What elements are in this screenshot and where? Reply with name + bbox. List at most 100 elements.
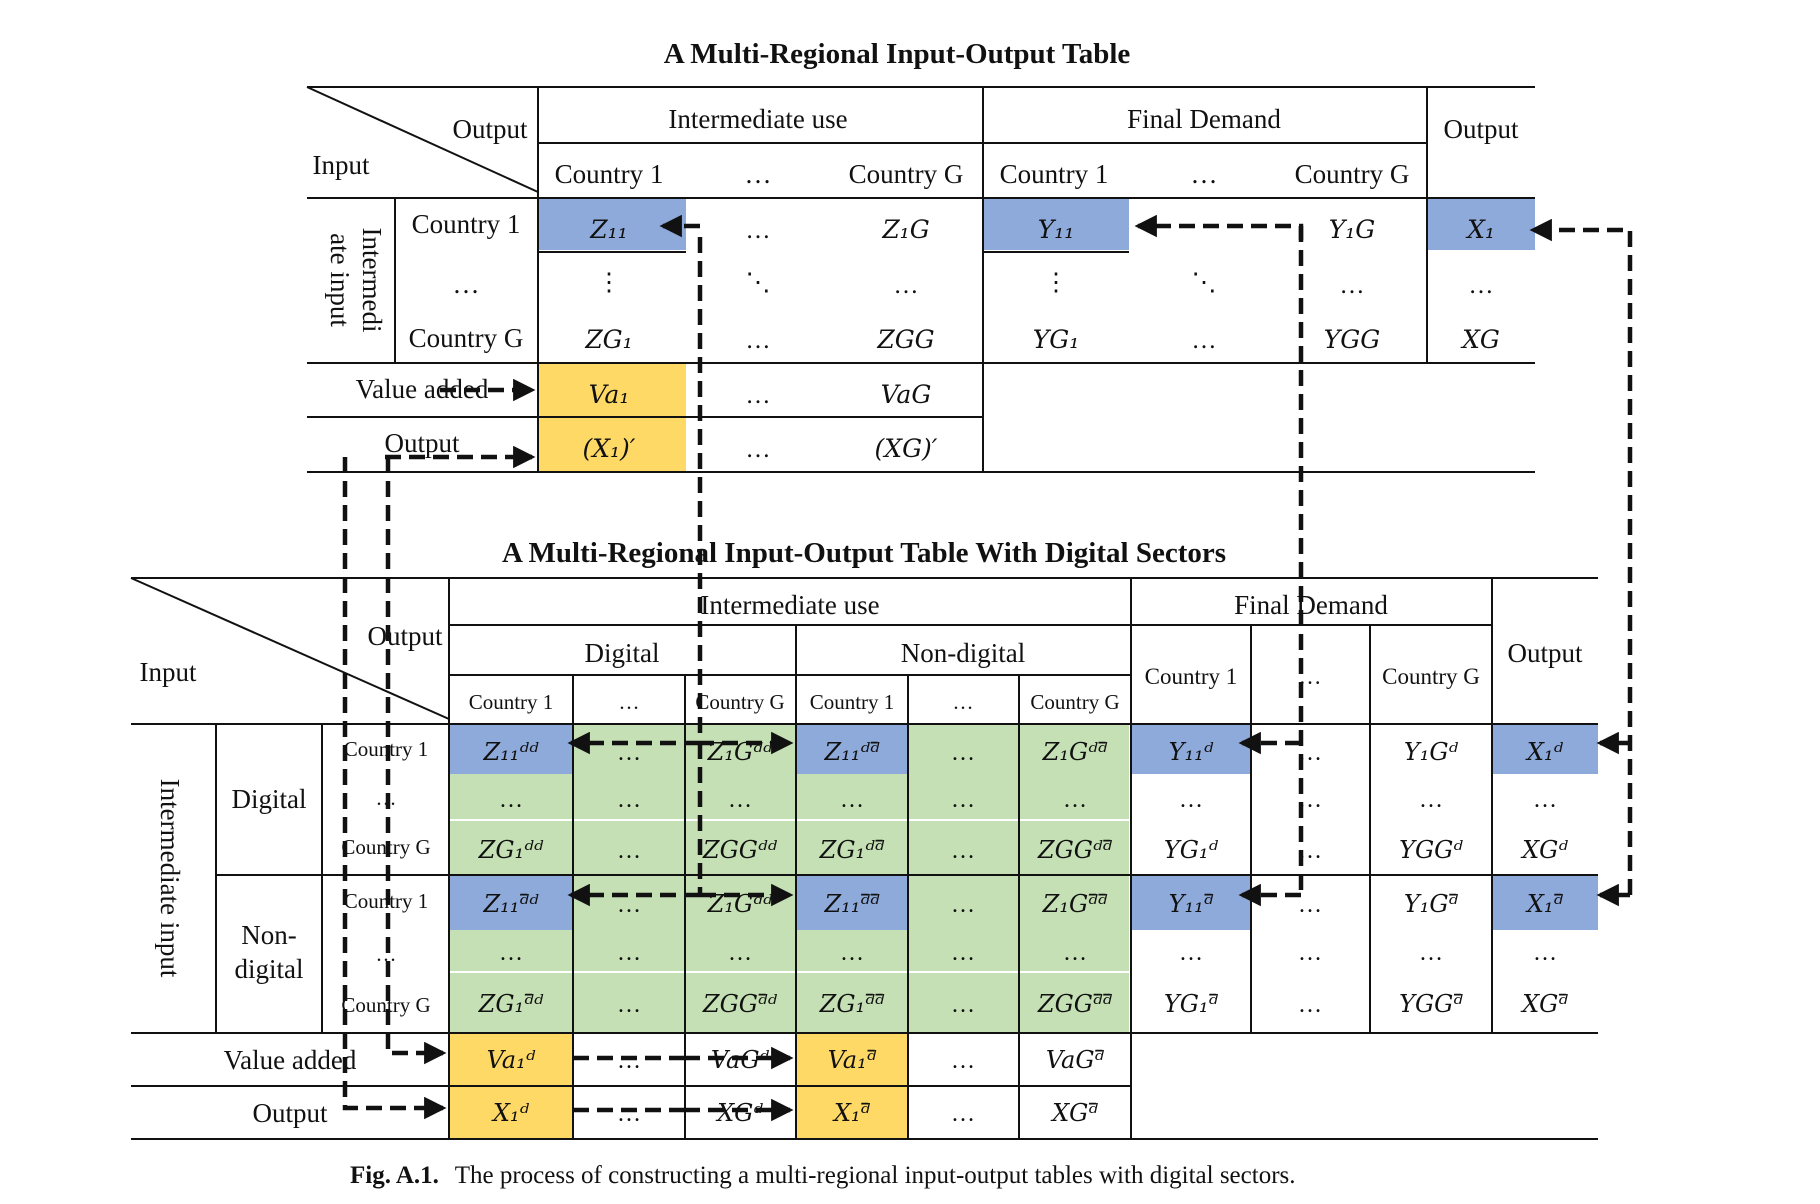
t2-cell-r4-3: Z₁₁ᵈ̄ᵈ̄ bbox=[823, 890, 880, 918]
t2-cell-out-0: X₁ᵈ bbox=[491, 1099, 530, 1127]
svg-text:Fig. A.1. The process of: Fig. A.1. The process of constructing a … bbox=[350, 1162, 1296, 1189]
t2-value-added: Value added bbox=[224, 1045, 357, 1075]
t2-row-nondigital-2: digital bbox=[235, 954, 304, 984]
t1-intermediate-use: Intermediate use bbox=[668, 104, 847, 134]
t2-cell-r1-6: Y₁₁ᵈ bbox=[1169, 738, 1214, 766]
t2-cell-out-5: XGᵈ̄ bbox=[1050, 1099, 1098, 1127]
t1-r1-ellipsis: … bbox=[746, 217, 771, 244]
t2-col-d-ellipsis: … bbox=[619, 690, 640, 714]
t2-cell-r1-3: Z₁₁ᵈᵈ̄ bbox=[823, 738, 880, 766]
t1-r2-ellipsis-x: … bbox=[1469, 272, 1494, 299]
t2-cell-r2-5: … bbox=[1063, 787, 1087, 813]
caption: Fig. A.1. The process of constructing a … bbox=[350, 1162, 1296, 1189]
t2-cell-r3-9: XGᵈ bbox=[1520, 836, 1568, 864]
t1-x1p: (X₁)′ bbox=[582, 434, 635, 463]
flow-arrows bbox=[342, 214, 1633, 1122]
t2-cell-r6-7: … bbox=[1298, 992, 1322, 1018]
t2-cell-r1-0: Z₁₁ᵈᵈ bbox=[482, 738, 539, 766]
t2-cell-out-1: … bbox=[617, 1101, 641, 1127]
t1-r2-ddots-z: ⋱ bbox=[746, 269, 771, 296]
t1-output-row: Output bbox=[384, 428, 460, 458]
t1-va-ellipsis: … bbox=[746, 382, 771, 409]
t2-cell-r4-4: … bbox=[951, 892, 975, 918]
t1-va1: Va₁ bbox=[589, 380, 630, 409]
t2-cell-r6-5: ZGGᵈ̄ᵈ̄ bbox=[1037, 990, 1113, 1018]
t1-row-country1: Country 1 bbox=[412, 209, 521, 239]
t2-final-demand: Final Demand bbox=[1234, 590, 1388, 620]
t1-out-ellipsis: … bbox=[746, 436, 771, 463]
t2-title: A Multi-Regional Input-Output Table With… bbox=[502, 537, 1226, 569]
x1-path bbox=[1529, 218, 1633, 895]
t1-zg1: ZG₁ bbox=[584, 325, 632, 354]
t2-cell-r5-6: … bbox=[1179, 940, 1203, 966]
t1-output-col: Output bbox=[1443, 114, 1519, 144]
t1-y1g: Y₁G bbox=[1329, 215, 1376, 244]
t2-cell-out-4: … bbox=[951, 1101, 975, 1127]
t2-cell-r6-3: ZG₁ᵈ̄ᵈ̄ bbox=[819, 990, 885, 1018]
t1-xgp: (XG)′ bbox=[875, 434, 938, 463]
va-down-path bbox=[385, 457, 447, 1065]
t2-cell-out-2: XGᵈ bbox=[715, 1099, 763, 1127]
t1-ygg: YGG bbox=[1324, 325, 1380, 354]
t2-cell-r6-8: YGGᵈ̄ bbox=[1399, 990, 1463, 1018]
t1-xg: XG bbox=[1460, 325, 1500, 354]
t1-x1p-cell bbox=[538, 417, 686, 471]
t1-corner-output: Output bbox=[452, 114, 528, 144]
t2-cell-r2-4: … bbox=[951, 787, 975, 813]
t2-cell-r5-0: … bbox=[499, 940, 523, 966]
t2-output-row: Output bbox=[252, 1098, 328, 1128]
t2-cell-r3-2: ZGGᵈᵈ bbox=[702, 836, 778, 864]
t2-cell-r6-0: ZG₁ᵈ̄ᵈ bbox=[478, 990, 544, 1018]
t2-col-n-country1: Country 1 bbox=[810, 690, 895, 714]
t1-corner-input: Input bbox=[313, 150, 370, 180]
t2-cell-r4-5: Z₁Gᵈ̄ᵈ̄ bbox=[1042, 890, 1108, 918]
table-1: A Multi-Regional Input-Output Table Outp… bbox=[306, 38, 1535, 473]
t1-r3-ellipsis-y: … bbox=[1192, 327, 1217, 354]
t2-fd-countryG: Country G bbox=[1382, 664, 1480, 689]
t2-col-d-country1: Country 1 bbox=[469, 690, 554, 714]
caption-label: Fig. A.1. bbox=[350, 1162, 439, 1189]
t2-fd-country1: Country 1 bbox=[1145, 664, 1238, 689]
t2-digital-header: Digital bbox=[585, 638, 660, 668]
t2-cell-out-3: X₁ᵈ̄ bbox=[832, 1099, 871, 1127]
t2-corner-input: Input bbox=[140, 657, 197, 687]
t2-cell-r5-9: … bbox=[1533, 940, 1557, 966]
t2-cell-r2-0: … bbox=[499, 787, 523, 813]
t1-row-group-line2: ate input bbox=[325, 233, 355, 327]
t2-cell-r6-6: YG₁ᵈ̄ bbox=[1164, 990, 1219, 1018]
t1-x1: X₁ bbox=[1465, 215, 1495, 244]
t2-cell-va-3: Va₁ᵈ̄ bbox=[828, 1046, 877, 1074]
t2-cell-r6-4: … bbox=[951, 992, 975, 1018]
table-2: A Multi-Regional Input-Output Table With… bbox=[130, 537, 1598, 1140]
t1-va1-cell bbox=[538, 363, 686, 417]
t2-cell-r2-1: … bbox=[617, 787, 641, 813]
output-down-path bbox=[342, 457, 447, 1120]
caption-text: The process of constructing a multi-regi… bbox=[455, 1162, 1296, 1189]
t1-fd-ellipsis: … bbox=[1191, 159, 1218, 189]
t2-cell-r5-3: … bbox=[840, 940, 864, 966]
t1-r3-ellipsis: … bbox=[746, 327, 771, 354]
t1-fd-countryG: Country G bbox=[1295, 159, 1410, 189]
t1-fd-country1: Country 1 bbox=[1000, 159, 1109, 189]
t1-z11: Z₁₁ bbox=[589, 215, 627, 244]
t2-intermediate-use: Intermediate use bbox=[700, 590, 879, 620]
t2-nondigital-header: Non-digital bbox=[901, 638, 1025, 668]
t1-r2-ellipsis-z: … bbox=[894, 272, 919, 299]
t2-cell-r4-8: Y₁Gᵈ̄ bbox=[1404, 890, 1459, 918]
t2-cell-r1-9: X₁ᵈ bbox=[1525, 738, 1564, 766]
t2-intermediate-input: Intermediate input bbox=[155, 779, 185, 978]
t1-title: A Multi-Regional Input-Output Table bbox=[664, 38, 1131, 70]
t2-cell-r2-3: … bbox=[840, 787, 864, 813]
t2-cell-r5-4: … bbox=[951, 940, 975, 966]
t1-r2-ellipsis-y: … bbox=[1340, 272, 1365, 299]
t2-fd-ellipsis: … bbox=[1299, 664, 1322, 689]
z11-to-z11dd-path bbox=[697, 237, 794, 755]
t2-cell-r5-7: … bbox=[1298, 940, 1322, 966]
t2-cell-r1-5: Z₁Gᵈᵈ̄ bbox=[1042, 738, 1108, 766]
t2-row-digital: Digital bbox=[232, 784, 307, 814]
t2-cell-r3-5: ZGGᵈᵈ̄ bbox=[1037, 836, 1113, 864]
t1-col-countryG: Country G bbox=[849, 159, 964, 189]
t1-z1g: Z₁G bbox=[881, 215, 929, 244]
